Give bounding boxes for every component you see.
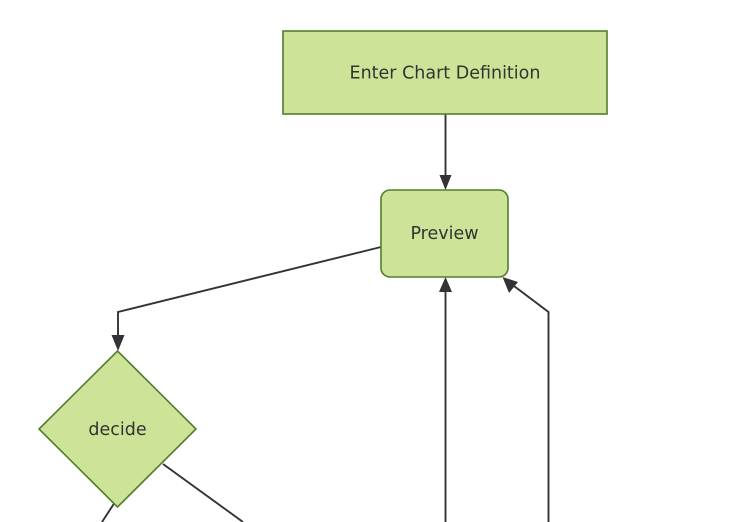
node-decide[interactable]: decide	[37, 349, 198, 509]
node-label-enter-chart-definition: Enter Chart Definition	[350, 64, 541, 84]
edge-enter-to-preview	[439, 114, 452, 190]
arrowhead-icon	[111, 335, 125, 351]
node-label-decide: decide	[88, 420, 146, 440]
edge-return-right-to-preview	[502, 277, 550, 522]
edge-preview-to-decide	[111, 246, 382, 351]
node-shape-rectangle	[282, 30, 608, 115]
edge-decide-down-right	[162, 463, 244, 522]
edge-return-center-to-preview	[439, 277, 452, 522]
node-shape-diamond	[37, 349, 198, 509]
edge-line	[162, 463, 244, 522]
arrowhead-icon	[439, 277, 452, 292]
node-enter-chart-definition[interactable]: Enter Chart Definition	[282, 30, 608, 115]
edge-line	[117, 246, 382, 341]
node-preview[interactable]: Preview	[380, 189, 509, 278]
node-shape-rounded-rectangle	[380, 189, 509, 278]
arrowhead-icon	[502, 277, 518, 293]
edge-line	[509, 282, 550, 522]
arrowhead-icon	[439, 175, 452, 190]
node-label-preview: Preview	[410, 224, 478, 244]
